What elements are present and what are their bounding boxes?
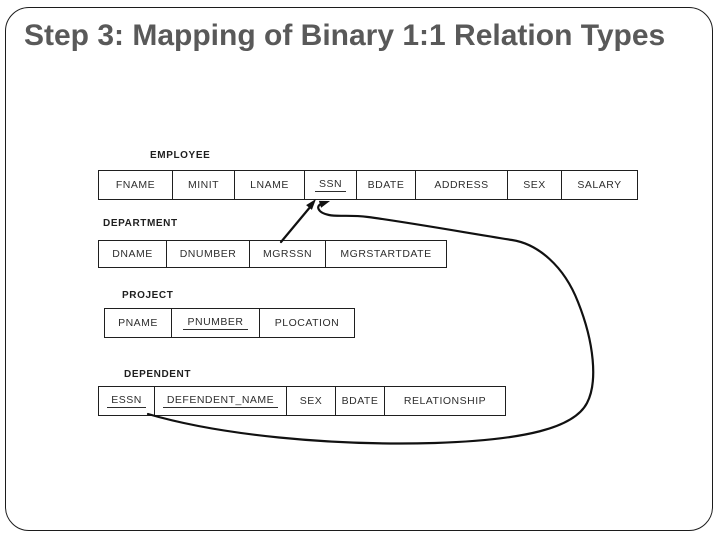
column-relationship: RELATIONSHIP bbox=[384, 386, 506, 416]
table-employee: EMPLOYEE FNAME MINIT LNAME SSN BDATE ADD… bbox=[98, 149, 638, 200]
column-mgrstartdate: MGRSTARTDATE bbox=[325, 240, 447, 268]
column-salary: SALARY bbox=[561, 170, 638, 200]
table-name-department: DEPARTMENT bbox=[103, 218, 178, 229]
column-address: ADDRESS bbox=[415, 170, 508, 200]
table-row: PNAME PNUMBER PLOCATION bbox=[104, 308, 355, 338]
table-row: DNAME DNUMBER MGRSSN MGRSTARTDATE bbox=[98, 240, 447, 268]
table-name-project: PROJECT bbox=[122, 290, 174, 301]
column-ssn: SSN bbox=[304, 170, 357, 200]
table-name-dependent: DEPENDENT bbox=[124, 369, 192, 380]
table-dependent: DEPENDENT ESSN DEFENDENT_NAME SEX BDATE … bbox=[98, 368, 506, 416]
column-plocation: PLOCATION bbox=[259, 308, 355, 338]
column-essn: ESSN bbox=[98, 386, 155, 416]
page-title: Step 3: Mapping of Binary 1:1 Relation T… bbox=[24, 19, 666, 52]
column-pnumber: PNUMBER bbox=[171, 308, 260, 338]
column-lname: LNAME bbox=[234, 170, 305, 200]
column-fname: FNAME bbox=[98, 170, 173, 200]
table-row: ESSN DEFENDENT_NAME SEX BDATE RELATIONSH… bbox=[98, 386, 506, 416]
table-row: FNAME MINIT LNAME SSN BDATE ADDRESS SEX … bbox=[98, 170, 638, 200]
column-pname: PNAME bbox=[104, 308, 172, 338]
column-dname: DNAME bbox=[98, 240, 167, 268]
column-bdate: BDATE bbox=[356, 170, 416, 200]
table-name-employee: EMPLOYEE bbox=[150, 150, 211, 161]
column-minit: MINIT bbox=[172, 170, 235, 200]
column-dependent-name: DEFENDENT_NAME bbox=[154, 386, 287, 416]
table-department: DEPARTMENT DNAME DNUMBER MGRSSN MGRSTART… bbox=[98, 217, 447, 268]
column-mgrssn: MGRSSN bbox=[249, 240, 326, 268]
column-sex: SEX bbox=[286, 386, 336, 416]
table-project: PROJECT PNAME PNUMBER PLOCATION bbox=[104, 289, 355, 338]
column-bdate: BDATE bbox=[335, 386, 385, 416]
column-sex: SEX bbox=[507, 170, 562, 200]
column-dnumber: DNUMBER bbox=[166, 240, 250, 268]
